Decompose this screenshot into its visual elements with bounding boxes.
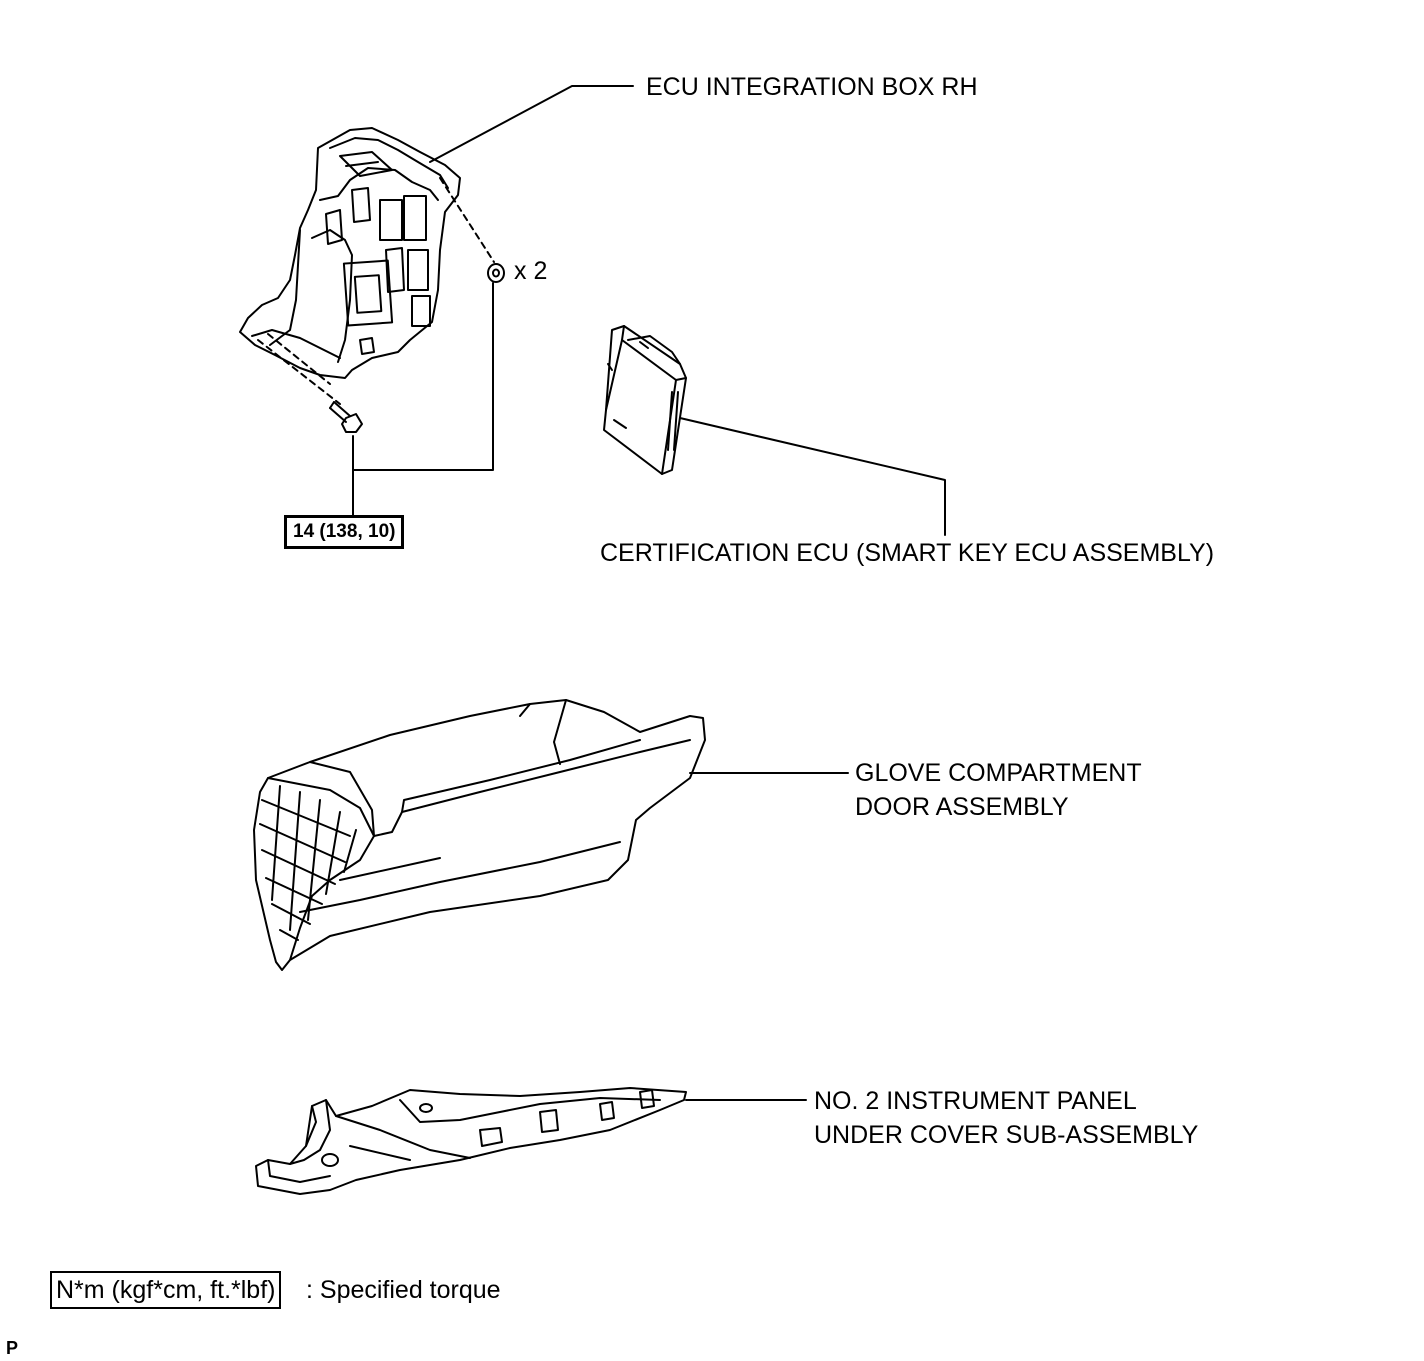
label-certification-ecu: CERTIFICATION ECU (SMART KEY ECU ASSEMBL… bbox=[600, 539, 1215, 567]
dashed-axis-nut bbox=[439, 177, 495, 263]
label-under-cover-line2: UNDER COVER SUB-ASSEMBLY bbox=[814, 1121, 1199, 1149]
bolt-drawing bbox=[329, 401, 363, 433]
label-glove-compartment-line1: GLOVE COMPARTMENT bbox=[855, 759, 1142, 787]
dashed-axis-bolt bbox=[257, 339, 341, 405]
label-ecu-integration-box: ECU INTEGRATION BOX RH bbox=[646, 73, 978, 101]
ecu-integration-box-drawing bbox=[239, 127, 461, 379]
nut-drawing bbox=[487, 263, 505, 283]
under-cover-drawing bbox=[255, 1087, 687, 1195]
dashed-axis-bolt-2 bbox=[267, 333, 331, 385]
glove-compartment-drawing bbox=[253, 699, 706, 971]
legend-torque-unit-box: N*m (kgf*cm, ft.*lbf) bbox=[50, 1271, 282, 1309]
label-under-cover-line1: NO. 2 INSTRUMENT PANEL bbox=[814, 1087, 1137, 1115]
legend-description: : Specified torque bbox=[306, 1276, 501, 1304]
torque-callout-line bbox=[352, 282, 494, 516]
leader-ecu-integration-box bbox=[429, 85, 634, 163]
certification-ecu-drawing bbox=[603, 325, 687, 475]
leader-certification-ecu bbox=[679, 417, 946, 536]
label-quantity: x 2 bbox=[514, 257, 548, 285]
torque-spec-box: 14 (138, 10) bbox=[284, 515, 405, 549]
label-glove-compartment-line2: DOOR ASSEMBLY bbox=[855, 793, 1069, 821]
corner-mark: P bbox=[6, 1338, 19, 1358]
